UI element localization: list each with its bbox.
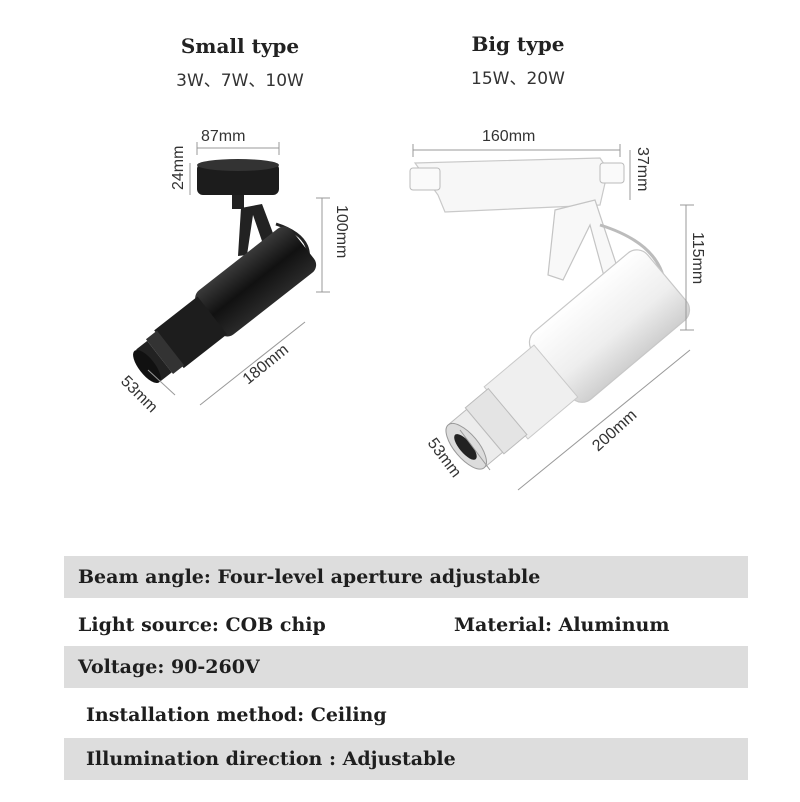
big-lamp-image xyxy=(409,157,691,470)
big-height-label: 115mm xyxy=(689,232,706,284)
small-type-header: Small type 3W、7W、10W xyxy=(150,34,330,91)
spec-row-direction: Illumination direction : Adjustable xyxy=(64,738,748,780)
big-base-height-label: 37mm xyxy=(634,147,651,191)
big-type-powers: 15W、20W xyxy=(471,69,565,89)
small-lamp-image xyxy=(133,159,317,384)
big-dimension-lines xyxy=(412,144,694,491)
spec-row-light-source: Light source: COB chip Material: Aluminu… xyxy=(64,604,748,646)
spec-row-installation: Installation method: Ceiling xyxy=(64,694,748,736)
small-dimension-lines xyxy=(147,142,330,406)
direction-text: Illumination direction : Adjustable xyxy=(86,748,456,770)
spec-row-voltage: Voltage: 90-260V xyxy=(64,646,748,688)
small-base-height-label: 24mm xyxy=(170,146,187,190)
light-source-text: Light source: COB chip xyxy=(78,614,326,636)
product-drawings: 87mm 24mm 100mm 180mm 53mm 160mm xyxy=(117,128,706,491)
small-type-title: Small type xyxy=(180,34,300,58)
small-height-label: 100mm xyxy=(333,205,350,258)
voltage-text: Voltage: 90-260V xyxy=(78,656,260,678)
beam-angle-text: Beam angle: Four-level aperture adjustab… xyxy=(78,566,541,588)
installation-text: Installation method: Ceiling xyxy=(86,704,387,726)
small-type-powers: 3W、7W、10W xyxy=(176,71,304,91)
big-length-label: 200mm xyxy=(589,407,640,455)
small-length-label: 180mm xyxy=(240,341,292,388)
material-text: Material: Aluminum xyxy=(454,614,670,636)
small-width-label: 87mm xyxy=(201,128,245,145)
big-type-title: Big type xyxy=(471,32,565,56)
big-width-label: 160mm xyxy=(482,128,535,145)
spec-row-beam-angle: Beam angle: Four-level aperture adjustab… xyxy=(64,556,748,598)
big-type-header: Big type 15W、20W xyxy=(428,32,608,89)
